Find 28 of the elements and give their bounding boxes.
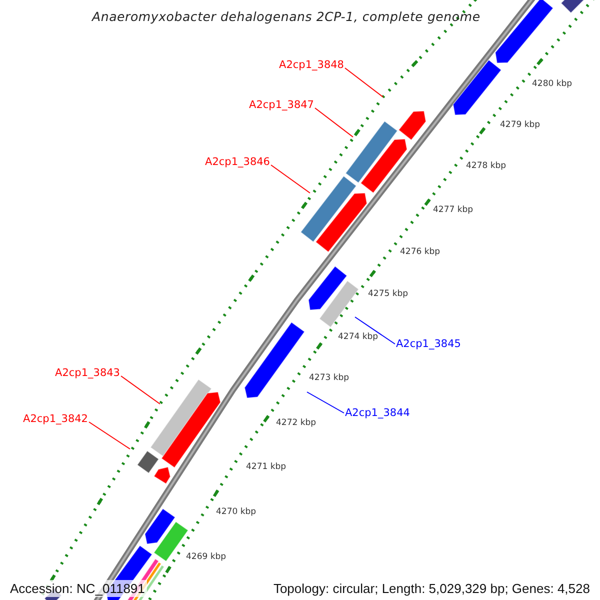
position-label: 4280 kbp: [532, 78, 572, 90]
position-label: 4269 kbp: [186, 551, 226, 563]
leader-line: [344, 68, 384, 98]
gene-label: A2cp1_3844: [345, 406, 410, 421]
leader-line: [306, 392, 344, 414]
position-label: 4278 kbp: [466, 160, 506, 172]
gene-label: A2cp1_3848: [279, 58, 344, 73]
position-label: 4277 kbp: [433, 204, 474, 216]
position-label: 4273 kbp: [309, 372, 350, 384]
gene-label: A2cp1_3842: [23, 412, 88, 427]
position-label: 4270 kbp: [216, 506, 256, 518]
position-label: 4274 kbp: [338, 331, 378, 343]
leader-line: [314, 108, 354, 138]
leader-line: [88, 422, 130, 450]
gene-label: A2cp1_3843: [55, 366, 120, 381]
leader-line: [120, 376, 160, 404]
accession-text: Accession: NC_011891: [8, 580, 147, 597]
position-label: 4271 kbp: [246, 461, 286, 473]
leader-line: [354, 316, 396, 344]
gene-label: A2cp1_3847: [249, 98, 314, 113]
gene-label: A2cp1_3845: [396, 337, 461, 352]
position-label: 4279 kbp: [500, 119, 540, 131]
position-label: 4272 kbp: [276, 417, 316, 429]
gene-label: A2cp1_3846: [205, 155, 270, 170]
position-label: 4275 kbp: [368, 288, 408, 300]
map-title: Anaeromyxobacter dehalogenans 2CP-1, complete genome: [92, 9, 480, 24]
position-label: 4276 kbp: [400, 246, 440, 258]
leader-line: [270, 164, 310, 194]
